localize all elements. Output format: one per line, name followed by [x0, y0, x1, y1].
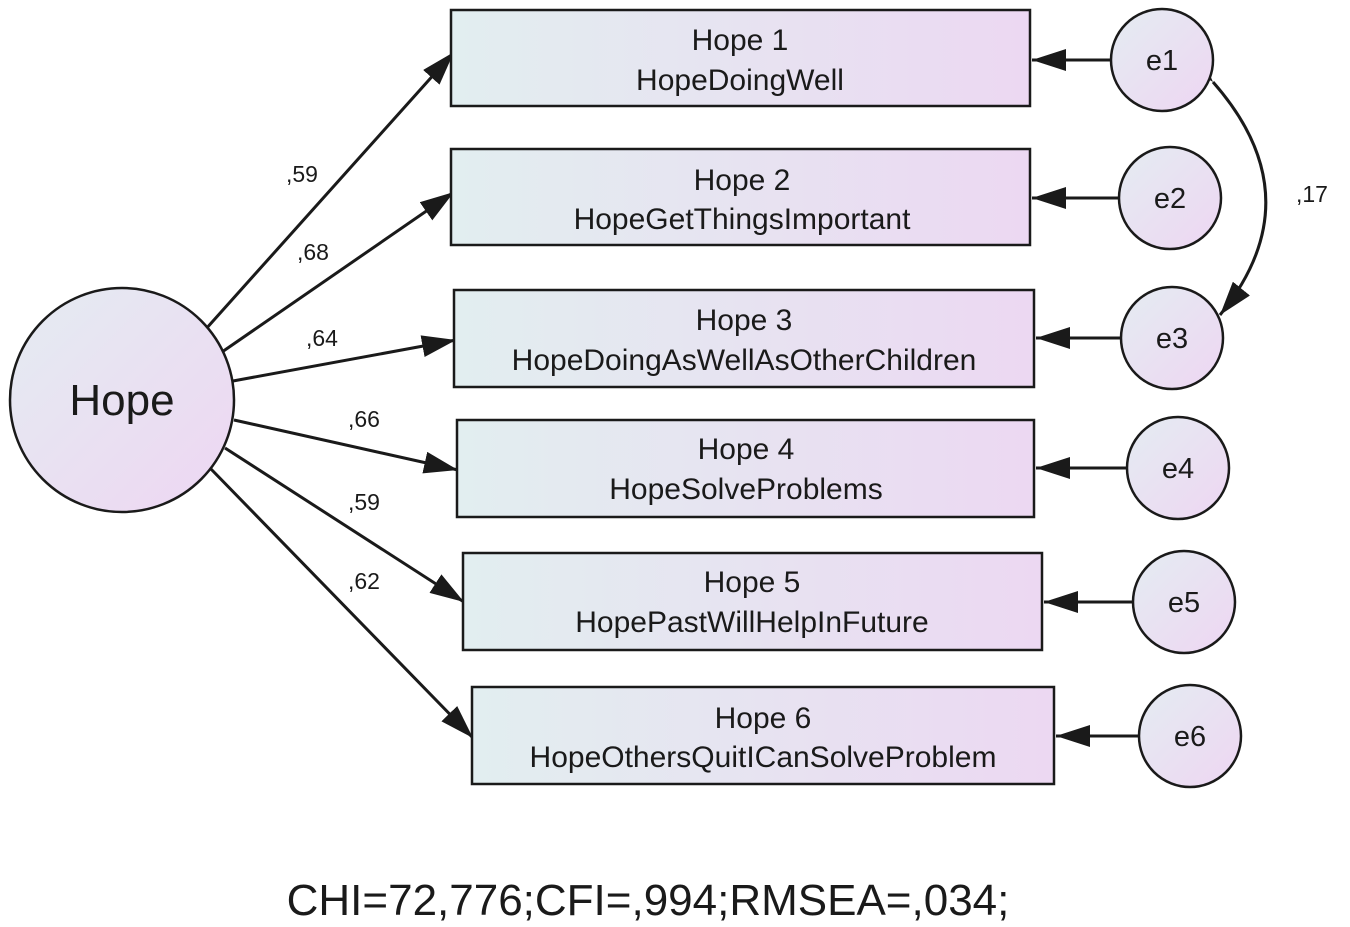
indicator-variable: HopePastWillHelpInFuture [575, 606, 928, 639]
loading-path-3 [232, 335, 457, 383]
error-e1: e1 [1109, 7, 1215, 113]
error-e2: e2 [1117, 145, 1223, 251]
indicator-variable: HopeDoingWell [636, 64, 844, 97]
loading-path-6 [208, 466, 475, 740]
fit-statistics: CHI=72,776;CFI=,994;RMSEA=,034; [287, 876, 1010, 925]
indicator-title: Hope 2 [694, 164, 791, 197]
loading-path-5 [224, 446, 465, 604]
loading-label-5: ,59 [348, 489, 380, 515]
loading-labels: ,59 ,68 ,64 ,66 ,59 ,62 [286, 161, 380, 594]
indicator-title: Hope 1 [692, 24, 789, 57]
latent-circle [8, 286, 236, 514]
loading-label-1: ,59 [286, 161, 318, 187]
loading-path-2 [221, 190, 455, 354]
indicator-1: Hope 1 HopeDoingWell [449, 8, 1032, 108]
indicator-title: Hope 4 [698, 433, 795, 466]
indicator-variable: HopeGetThingsImportant [574, 203, 912, 236]
error-label: e5 [1168, 587, 1200, 619]
loading-label-4: ,66 [348, 406, 380, 432]
indicator-variable: HopeOthersQuitICanSolveProblem [530, 741, 997, 774]
indicator-5: Hope 5 HopePastWillHelpInFuture [461, 551, 1044, 652]
indicator-box [470, 685, 1056, 786]
error-label: e4 [1162, 453, 1194, 485]
error-e5: e5 [1131, 549, 1237, 655]
loading-label-2: ,68 [297, 239, 329, 265]
error-circle [1125, 415, 1231, 521]
loading-path-1 [203, 50, 456, 332]
loading-label-3: ,64 [306, 325, 338, 351]
indicator-box [455, 418, 1036, 519]
loading-label-6: ,62 [348, 568, 380, 594]
indicator-3: Hope 3 HopeDoingAsWellAsOtherChildren [452, 288, 1036, 389]
error-label: e1 [1146, 45, 1178, 77]
indicator-box [452, 288, 1036, 389]
covariance-label: ,17 [1296, 181, 1328, 207]
loading-path-4 [233, 418, 459, 474]
indicator-box [461, 551, 1044, 652]
indicator-variable: HopeDoingAsWellAsOtherChildren [512, 344, 977, 377]
indicator-6: Hope 6 HopeOthersQuitICanSolveProblem [470, 685, 1056, 786]
indicator-2: Hope 2 HopeGetThingsImportant [449, 147, 1032, 247]
covariance-arc [1182, 49, 1268, 316]
indicator-variable: HopeSolveProblems [609, 473, 882, 506]
error-circle [1119, 285, 1225, 391]
indicator-title: Hope 6 [715, 702, 812, 735]
error-label: e6 [1174, 721, 1206, 753]
indicator-4: Hope 4 HopeSolveProblems [455, 418, 1036, 519]
indicator-box [449, 147, 1032, 247]
latent-label: Hope [69, 376, 174, 425]
error-circle [1109, 7, 1215, 113]
indicator-title: Hope 3 [696, 304, 793, 337]
error-label: e3 [1156, 323, 1188, 355]
error-e3: e3 [1119, 285, 1225, 391]
loading-paths [203, 50, 475, 740]
indicator-title: Hope 5 [704, 566, 801, 599]
error-e4: e4 [1125, 415, 1231, 521]
error-circle [1131, 549, 1237, 655]
error-e6: e6 [1137, 683, 1243, 789]
error-paths [1032, 49, 1140, 747]
indicator-box [449, 8, 1032, 108]
error-circle [1117, 145, 1223, 251]
error-label: e2 [1154, 183, 1186, 215]
error-circle [1137, 683, 1243, 789]
